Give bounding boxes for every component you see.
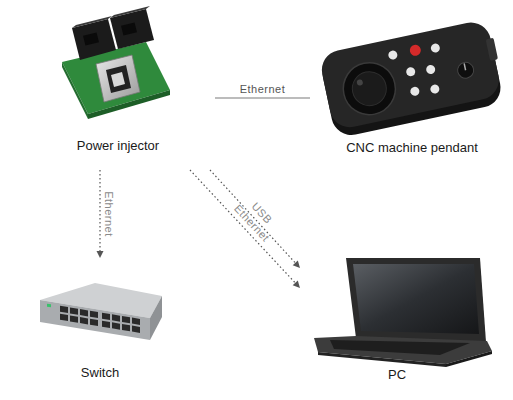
rj45-jack-top: [110, 6, 150, 18]
usb-opening: [106, 65, 131, 93]
port: [80, 309, 88, 316]
connection-label: Ethernet: [103, 191, 115, 237]
connector-line: [190, 170, 297, 284]
led: [47, 304, 51, 308]
device-node: CNC machine pendant: [310, 12, 510, 170]
switch-side: [150, 296, 162, 340]
connection-label: Ethernet: [240, 83, 286, 95]
device-label: Switch: [60, 365, 140, 380]
laptop-illustration: [314, 258, 492, 367]
device-label: PC: [367, 367, 427, 382]
connector-line: [99, 170, 100, 253]
device-label: CNC machine pendant: [332, 140, 492, 155]
button: [425, 64, 436, 75]
device-node: PC: [300, 250, 505, 392]
connector-line: [215, 97, 310, 98]
port: [70, 307, 78, 314]
connector: [190, 170, 300, 288]
emergency-button: [409, 44, 422, 57]
handwheel-grip: [356, 79, 363, 86]
device-label: Power injector: [58, 138, 178, 153]
port: [60, 314, 68, 321]
port: [90, 319, 98, 326]
knob-mark: [464, 63, 465, 70]
laptop-screen: [353, 264, 479, 334]
pcb-edge: [62, 62, 88, 119]
cnc-pendant-illustration: [318, 18, 507, 139]
port: [132, 318, 140, 325]
power-injector-illustration: [62, 6, 170, 119]
port: [132, 326, 140, 333]
side-switch: [486, 38, 498, 61]
port: [60, 306, 68, 313]
arrow-head: [293, 280, 300, 288]
arrow-head: [293, 260, 300, 268]
button: [410, 86, 421, 97]
usb-b-connector: [96, 55, 140, 102]
port: [122, 324, 130, 331]
rj45-jack-top: [72, 16, 112, 28]
arrow-head: [97, 251, 104, 258]
connector-line: [210, 170, 297, 264]
button: [430, 43, 441, 54]
port: [80, 317, 88, 324]
port: [112, 322, 120, 329]
switch-front: [40, 300, 150, 340]
port: [112, 314, 120, 321]
port: [102, 313, 110, 320]
laptop-base-edge: [318, 352, 446, 367]
port: [102, 321, 110, 328]
port: [90, 311, 98, 318]
laptop-keyboard: [330, 340, 470, 355]
connector: [215, 98, 310, 99]
button: [430, 84, 441, 95]
device-node: Switch: [30, 258, 170, 388]
handwheel: [338, 58, 400, 120]
laptop-lid: [346, 258, 486, 342]
button: [405, 66, 416, 77]
usb-tongue: [111, 72, 125, 87]
connector: [97, 170, 104, 258]
rj45-opening: [83, 32, 99, 45]
connector: [210, 170, 300, 268]
port: [122, 316, 130, 323]
button: [388, 50, 399, 61]
switch-ports: [47, 304, 140, 333]
laptop-base-edge: [446, 351, 492, 367]
handwheel-inner: [349, 69, 389, 109]
rj45-opening: [121, 22, 137, 35]
pendant-top: [318, 19, 502, 131]
selector-knob: [456, 61, 475, 80]
switch-illustration: [40, 283, 162, 340]
pcb-board: [62, 42, 170, 114]
device-node: Power injector: [35, 8, 215, 170]
port: [70, 315, 78, 322]
